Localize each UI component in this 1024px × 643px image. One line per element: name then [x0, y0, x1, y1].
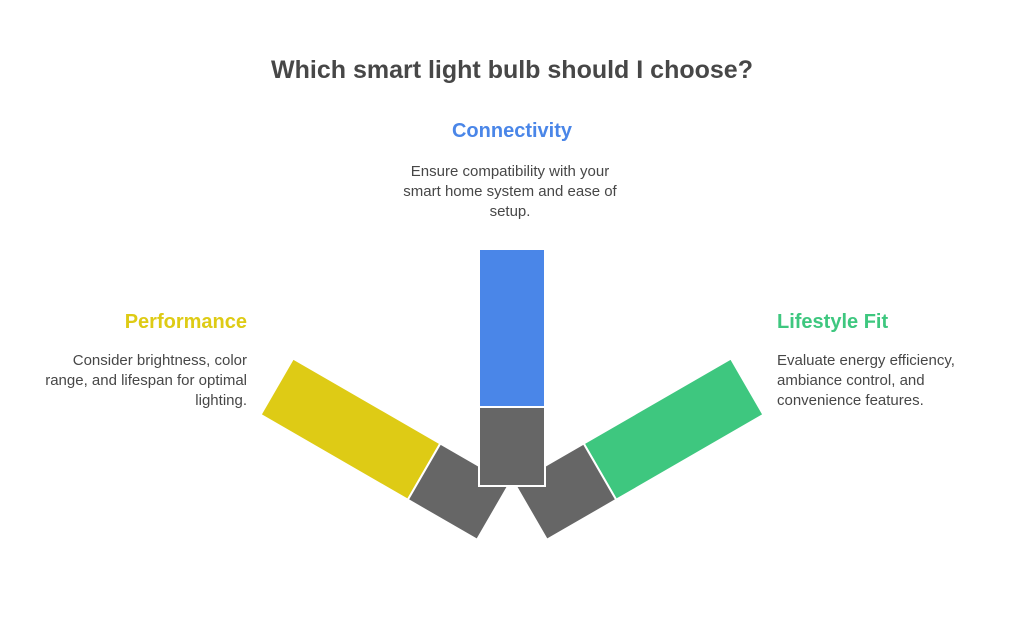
lifestyle-bulb-body	[582, 357, 765, 502]
performance-bulb-base	[406, 442, 511, 542]
performance-description: Consider brightness, color range, and li…	[45, 352, 247, 409]
connectivity-heading: Connectivity	[451, 120, 573, 142]
performance-heading: Performance	[124, 311, 247, 333]
connectivity-description: Ensure compatibility with your smart hom…	[403, 163, 617, 220]
performance-bulb-body	[259, 357, 442, 502]
lifestyle-fit-description: Evaluate energy efficiency, ambiance con…	[777, 352, 955, 409]
lifestyle-bulb-base	[513, 442, 618, 542]
lifestyle-fit-heading: Lifestyle Fit	[777, 311, 889, 333]
connectivity-bulb-base	[478, 406, 546, 487]
diagram-title: Which smart light bulb should I choose?	[271, 56, 753, 84]
connectivity-bulb-body	[478, 248, 546, 408]
